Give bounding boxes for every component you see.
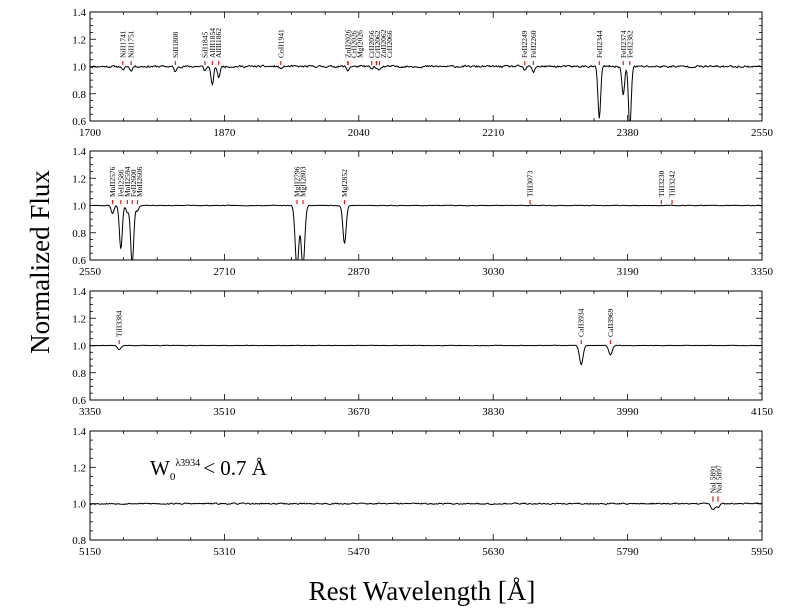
line-label: FeII2249	[520, 30, 529, 58]
line-label: MgI2852	[340, 169, 349, 197]
line-label: CrII2056	[367, 30, 376, 58]
y-tick-label: 0.8	[72, 89, 86, 101]
line-label: TiII3384	[115, 310, 124, 337]
y-tick-label: 1.2	[72, 462, 86, 474]
x-tick-label: 3990	[617, 406, 640, 418]
annotation-sup: λ3934	[175, 458, 200, 469]
x-tick-label: 3510	[213, 406, 236, 418]
x-tick-label: 2550	[79, 266, 102, 278]
panel-p1: 1700 1870 2040 2210 2380 2550 0.6 0.8 1.0 1.2 1.4N…	[72, 7, 773, 139]
y-tick-label: 1.4	[72, 426, 86, 438]
panel-frame	[89, 430, 763, 541]
y-tick-label: 1.2	[72, 313, 86, 325]
x-tick-label: 2380	[617, 127, 640, 139]
y-tick-label: 1.2	[72, 173, 86, 185]
y-tick-label: 1.0	[72, 62, 86, 74]
line-label: TiII3230	[657, 170, 666, 197]
y-tick-label: 1.4	[72, 286, 86, 298]
x-tick-label: 3830	[482, 406, 505, 418]
x-tick-label: 1700	[79, 127, 102, 139]
line-label: CaII3934	[577, 308, 586, 337]
x-tick-label: 3030	[482, 266, 505, 278]
line-label: NiII1751	[127, 30, 136, 58]
line-label: NiII1741	[118, 30, 127, 58]
x-tick-label: 2870	[348, 266, 371, 278]
line-label: ZnII2062	[379, 29, 388, 58]
y-tick-label: 1.4	[72, 7, 86, 19]
y-tick-label: 0.8	[72, 228, 86, 240]
x-tick-label: 2040	[348, 127, 371, 139]
line-label: CrII2026	[349, 30, 358, 58]
spectrum-line	[90, 344, 762, 366]
line-label: FeII2344	[595, 30, 604, 58]
y-tick-label: 1.0	[72, 201, 86, 213]
annotation-sub: 0	[170, 471, 176, 483]
line-label: NaI 5891	[708, 465, 717, 493]
line-label: NaI 5897	[714, 465, 723, 493]
line-label: TiII3242	[668, 170, 677, 197]
y-tick-label: 1.2	[72, 34, 86, 46]
spectrum-line	[90, 64, 762, 121]
x-tick-label: 2210	[482, 127, 505, 139]
line-label: MgI2026	[355, 30, 364, 58]
line-label: FeII2600	[129, 169, 138, 197]
panel-p2: 2550 2710 2870 3030 3190 3350 0.6 0.8 1.0 1.2 1.4M…	[72, 146, 773, 278]
line-label: MnII2606	[135, 166, 144, 197]
line-label: MnII2576	[108, 166, 117, 197]
y-tick-label: 1.4	[72, 146, 86, 158]
x-tick-label: 5950	[751, 546, 774, 558]
line-label: CaII3969	[606, 308, 615, 337]
line-label: SiII1845	[201, 32, 210, 59]
x-axis-title: Rest Wavelength [Å]	[309, 576, 536, 606]
y-axis-title: Normalized Flux	[25, 170, 55, 354]
panel-p4: 5150 5310 5470 5630 5790 5950 0.8 1.0 1.2 1.4NaI …	[72, 426, 773, 558]
line-label: CrII2066	[385, 30, 394, 58]
x-tick-label: 5310	[213, 546, 236, 558]
spectrum-line	[90, 204, 762, 260]
line-label: MgII2796	[293, 166, 302, 197]
x-tick-label: 5790	[617, 546, 640, 558]
x-tick-label: 5470	[348, 546, 371, 558]
panel-p3: 3350 3510 3670 3830 3990 4150 0.6 0.8 1.0 1.2 1.4T…	[72, 286, 773, 418]
equivalent-width-annotation: W0 λ3934< 0.7 Å	[150, 456, 268, 483]
x-tick-label: 5150	[79, 546, 102, 558]
line-label: SiII1808	[171, 32, 180, 59]
y-tick-label: 0.8	[72, 535, 86, 547]
x-tick-label: 3350	[79, 406, 102, 418]
line-label: FeII2382	[625, 30, 634, 58]
annotation-base: W	[150, 456, 170, 480]
y-tick-label: 0.6	[72, 116, 86, 128]
line-label: AlIII1854	[208, 28, 217, 58]
x-tick-label: 3670	[348, 406, 371, 418]
x-tick-label: 2710	[213, 266, 236, 278]
x-tick-label: 1870	[213, 127, 236, 139]
y-tick-label: 0.8	[72, 368, 86, 380]
line-label: FeII2586	[116, 169, 125, 197]
y-tick-label: 0.6	[72, 255, 86, 267]
line-label: MnII2594	[123, 166, 132, 197]
line-label: TiII3073	[526, 170, 535, 197]
line-label: FeII2374	[619, 30, 628, 58]
annotation-tail: < 0.7 Å	[203, 456, 268, 480]
y-tick-label: 1.0	[72, 499, 86, 511]
x-tick-label: 5630	[482, 546, 505, 558]
line-label: ZnII2026	[343, 29, 352, 58]
line-label: MgII2803	[299, 166, 308, 197]
line-label: CrII2062	[373, 30, 382, 58]
spectrum-line	[90, 502, 762, 511]
x-tick-label: 3350	[751, 266, 774, 278]
x-tick-label: 3190	[617, 266, 640, 278]
line-label: FeII2260	[529, 30, 538, 58]
line-label: CoII1941	[276, 29, 285, 58]
y-tick-label: 1.0	[72, 341, 86, 353]
x-tick-label: 4150	[751, 406, 774, 418]
line-label: AlIII1862	[214, 28, 223, 58]
x-tick-label: 2550	[751, 127, 774, 139]
y-tick-label: 0.6	[72, 395, 86, 407]
